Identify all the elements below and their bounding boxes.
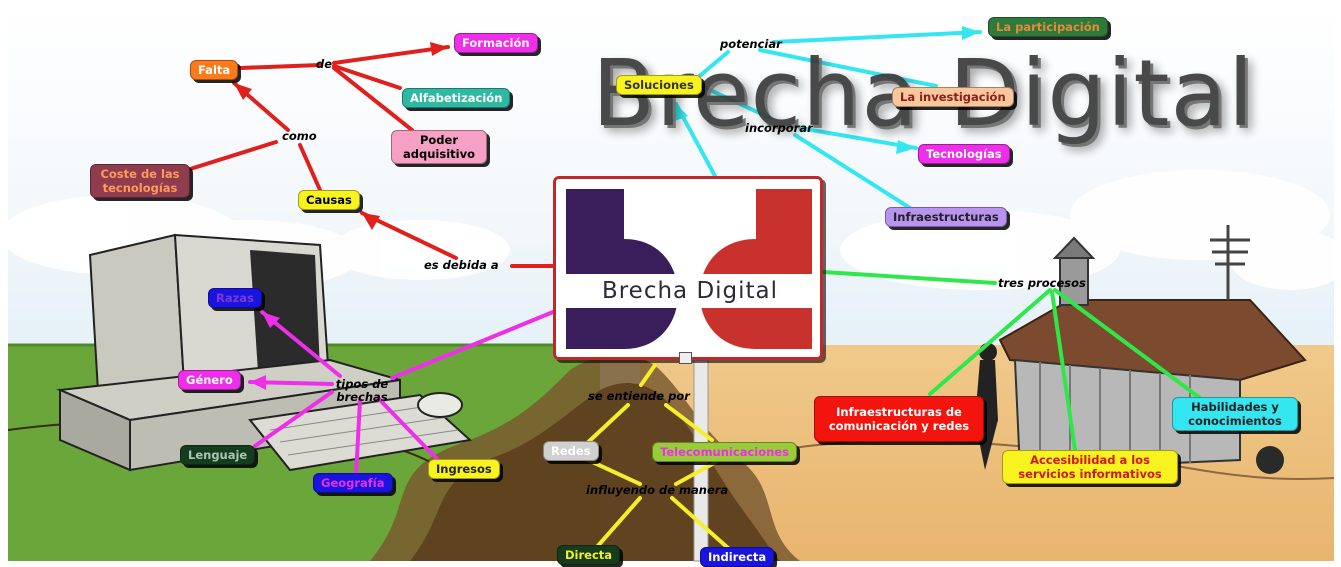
node-ingresos[interactable]: Ingresos <box>428 459 500 479</box>
node-habilidades[interactable]: Habilidades y conocimientos <box>1172 397 1298 431</box>
node-coste-tecnologias[interactable]: Coste de las tecnologías <box>90 164 190 198</box>
node-tecnologias[interactable]: Tecnologías <box>918 144 1010 164</box>
link-es-debida-a: es debida a <box>424 258 499 272</box>
node-formacion[interactable]: Formación <box>454 33 538 53</box>
node-investigacion[interactable]: La investigación <box>892 87 1014 107</box>
node-participacion[interactable]: La participación <box>988 17 1108 37</box>
link-tres-procesos: tres procesos <box>998 276 1086 290</box>
node-infraestructuras-comunicacion[interactable]: Infraestructuras de comunicación y redes <box>814 396 984 442</box>
center-label: Brecha Digital <box>564 274 816 308</box>
cyan-links <box>674 30 982 210</box>
document-icon[interactable] <box>679 352 692 364</box>
node-alfabetizacion[interactable]: Alfabetización <box>402 88 511 108</box>
node-accesibilidad[interactable]: Accesibilidad a los servicios informativ… <box>1002 450 1178 484</box>
yellow-links <box>582 363 730 550</box>
link-como: como <box>282 129 317 143</box>
node-infraestructuras[interactable]: Infraestructuras <box>885 207 1007 227</box>
link-potenciar: potenciar <box>720 37 782 51</box>
link-de: de <box>316 57 333 71</box>
node-geografia[interactable]: Geografía <box>313 473 393 493</box>
green-links <box>821 270 1202 452</box>
center-concept[interactable]: Brecha Digital <box>553 176 823 360</box>
bd-logo <box>556 179 820 357</box>
node-indirecta[interactable]: Indirecta <box>700 547 775 567</box>
node-lenguaje[interactable]: Lenguaje <box>180 445 256 465</box>
node-razas[interactable]: Razas <box>208 288 262 308</box>
node-poder-adquisitivo[interactable]: Poder adquisitivo <box>391 130 487 164</box>
node-redes[interactable]: Redes <box>543 441 599 461</box>
node-causas[interactable]: Causas <box>298 190 360 210</box>
clouds <box>0 170 1341 290</box>
node-falta[interactable]: Falta <box>190 60 239 80</box>
node-genero[interactable]: Género <box>178 370 241 390</box>
link-tipos-de-brechas: tipos de brechas <box>335 377 389 404</box>
link-influyendo-de-manera: influyendo de manera <box>586 483 729 497</box>
node-directa[interactable]: Directa <box>557 545 621 565</box>
node-telecomunicaciones[interactable]: Telecomunicaciones <box>652 442 797 462</box>
link-incorporar: incorporar <box>745 121 813 135</box>
link-se-entiende-por: se entiende por <box>588 389 690 403</box>
node-soluciones[interactable]: Soluciones <box>616 75 702 95</box>
